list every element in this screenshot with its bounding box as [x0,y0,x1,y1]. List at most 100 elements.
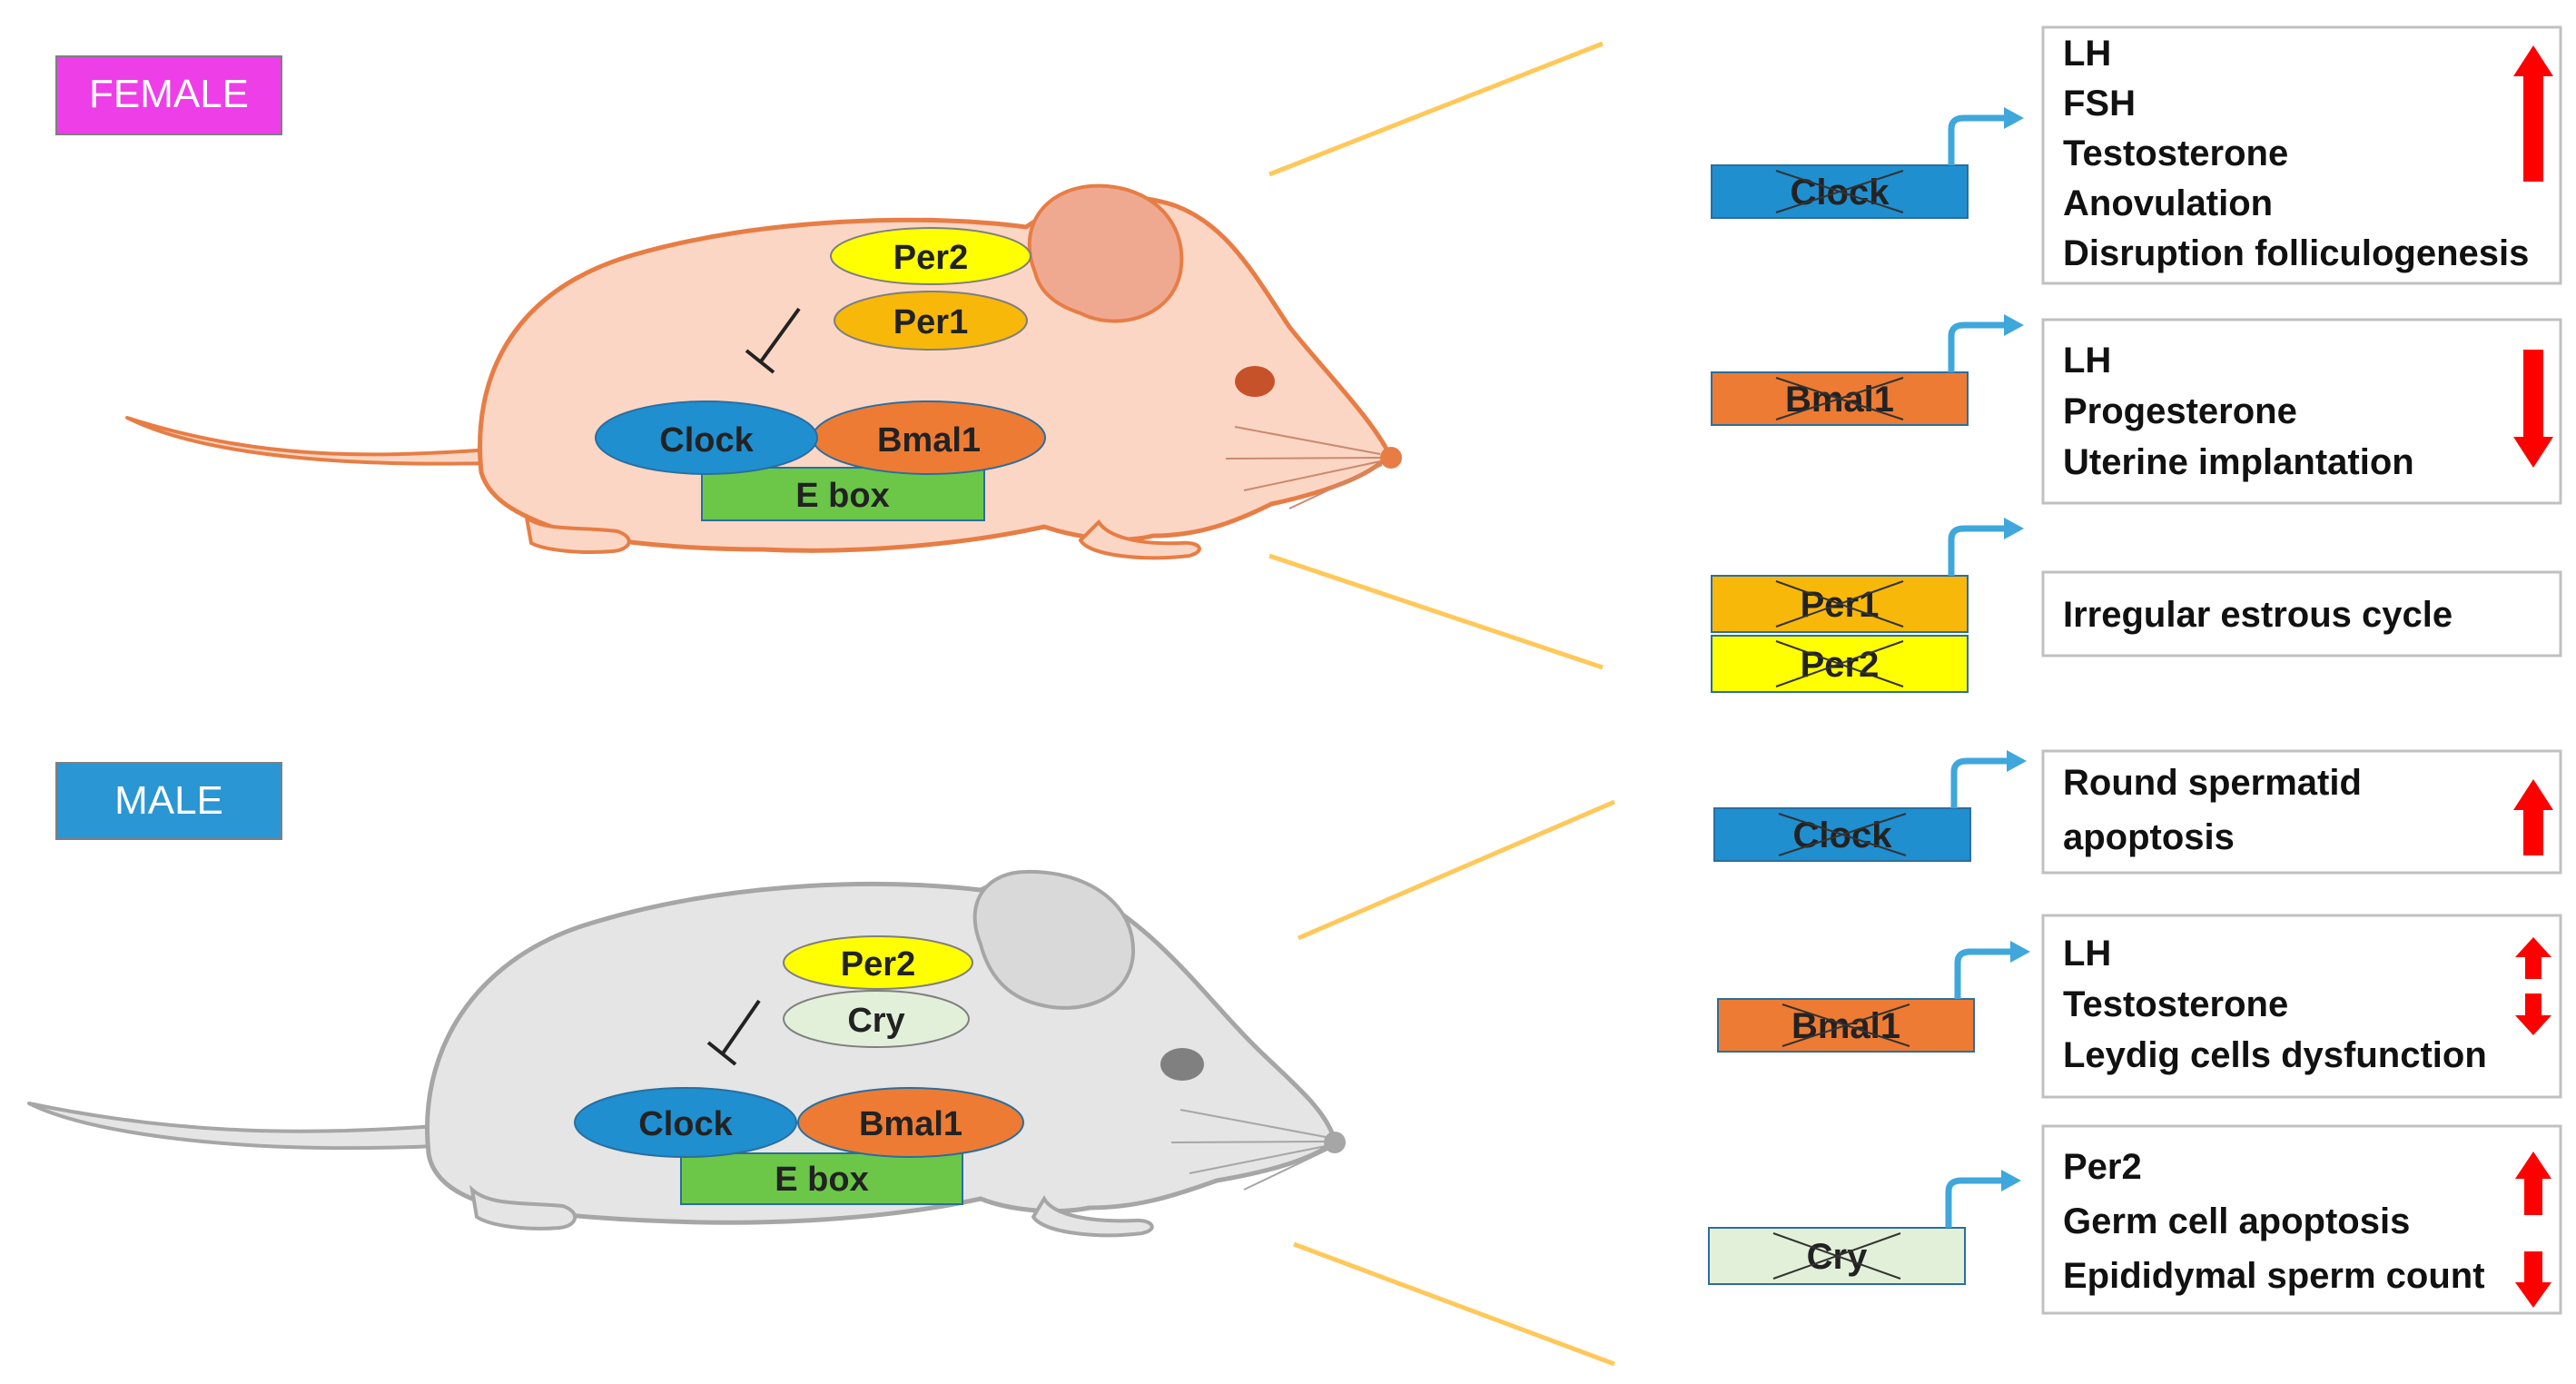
female-per1-ellipse [834,291,1028,351]
male-cry-label: Cry [847,1002,904,1040]
decrease-arrow-icon [2515,1251,2551,1308]
male-mouse-front-leg [1031,1195,1154,1238]
promoter-arrow-icon [1950,757,2008,808]
phenotype-text: Uterine implantation [2063,442,2414,482]
phenotype-box [2041,570,2562,657]
female-per2-label: Per2 [893,239,968,277]
female-per1-per2-knockout: Per1Per2 Irregular estrous cycle [1711,518,2562,693]
female-bmal1-label: Bmal1 [877,421,981,460]
knockout-cross-line [1781,1003,1910,1047]
bmal1-knockout-gene-box: Bmal1 [1717,998,1975,1053]
male-per2-label: Per2 [841,945,915,984]
phenotype-text: Leydig cells dysfunction [2063,1035,2487,1075]
female-mouse-hind-leg [524,513,631,554]
per2-knockout-gene-box: Per2 [1711,635,1969,693]
phenotype-text: Irregular estrous cycle [2063,595,2453,635]
promoter-arrowhead-icon [2010,941,2030,963]
phenotype-text: Testosterone [2063,133,2288,173]
phenotype-text: Germ cell apoptosis [2063,1201,2410,1241]
male-mouse-tail [27,1102,438,1151]
increase-arrow-icon [2513,45,2553,182]
male-clock-knockout: Clock Round spermatid apoptosis [1713,749,2562,875]
knockout-cross-line [1775,377,1904,420]
phenotype-text: Anovulation [2063,183,2273,223]
male-label-text: MALE [114,778,223,823]
phenotype-box [2041,914,2562,1099]
increase-arrow-icon [2515,937,2551,979]
decrease-arrow-icon [2513,350,2553,468]
male-label-background [55,762,282,840]
promoter-arrowhead-icon [2007,750,2027,772]
phenotype-text: LH [2063,34,2111,74]
male-mouse-hind-leg [469,1184,577,1231]
male-mouse-eye [1160,1048,1204,1081]
knockout-cross-line [1775,640,1904,687]
male-ebox [680,1152,963,1205]
male-ebox-label: E box [775,1161,868,1199]
promoter-arrow-icon [1948,114,2006,165]
knockout-cross-line [1772,1232,1901,1280]
phenotype-text: Epididymal sperm count [2063,1256,2485,1296]
phenotype-text: apoptosis [2063,817,2235,857]
promoter-arrow-icon [1954,948,2012,999]
knockout-phenotype-panel: ClockLHFSHTestosteroneAnovulationDisrupt… [1708,25,2562,1315]
male-clock-complex: Per2 Cry E box Bmal1 Clock [574,935,1024,1205]
female-mouse-nose [1380,447,1402,469]
female-label-text: FEMALE [89,72,249,116]
female-label: FEMALE [55,55,282,135]
promoter-arrowhead-icon [2004,518,2024,539]
male-clock-ellipse [574,1087,797,1158]
knockout-cross-line [1775,580,1904,628]
female-per1-label: Per1 [893,303,968,341]
female-inhibition-symbol [745,307,801,374]
female-mouse-tail [125,416,492,466]
per1-knockout-gene-box: Per1 [1711,575,1969,633]
phenotype-text: LH [2063,934,2111,974]
promoter-arrowhead-icon [2001,1170,2021,1191]
female-clock-ellipse [595,400,818,475]
phenotype-text: LH [2063,341,2111,381]
phenotype-box [2041,749,2562,875]
increase-arrow-icon [2515,1152,2551,1215]
male-bmal1-ellipse [797,1087,1024,1158]
male-label: MALE [55,762,282,840]
promoter-arrowhead-icon [2004,314,2024,336]
phenotype-text: Round spermatid [2063,763,2362,803]
clock-knockout-gene-box: Clock [1713,807,1971,862]
clock-knockout-gene-box: Clock [1711,164,1969,219]
male-inhibition-symbol [706,999,761,1066]
phenotype-text: Per2 [2063,1147,2142,1187]
male-bmal1-label: Bmal1 [859,1105,962,1143]
male-clock-label: Clock [638,1105,733,1143]
female-clock-label: Clock [659,421,754,460]
promoter-arrow-icon [1945,1177,2003,1228]
male-mouse-whiskers [1170,1109,1328,1191]
female-mouse-whiskers [1225,426,1383,509]
increase-arrow-icon [2513,779,2553,855]
phenotype-text: Disruption folliculogenesis [2063,233,2529,273]
knockout-cross-line [1778,813,1907,856]
female-label-background [55,55,282,135]
female-mouse-ear [1027,183,1184,323]
female-mouse-front-leg [1078,519,1201,560]
phenotype-text: Progesterone [2063,391,2297,431]
cry-knockout-gene-box: Cry [1708,1227,1966,1285]
promoter-arrow-icon [1948,321,2006,372]
phenotype-text: Testosterone [2063,984,2288,1024]
phenotype-box [2041,318,2562,505]
promoter-arrow-icon [1948,525,2006,576]
female-ebox-label: E box [795,477,889,515]
phenotype-box [2041,25,2562,285]
male-connector-lines [1293,799,1615,1367]
bmal1-knockout-gene-box: Bmal1 [1711,371,1969,426]
male-cry-ellipse [783,990,970,1048]
promoter-arrowhead-icon [2004,107,2024,129]
knockout-cross-line [1775,170,1904,213]
female-clock-knockout: ClockLHFSHTestosteroneAnovulationDisrupt… [1711,25,2562,285]
female-ebox [701,467,985,521]
female-clock-complex: Per2 Per1 E box Bmal1 Clock [595,227,1046,521]
